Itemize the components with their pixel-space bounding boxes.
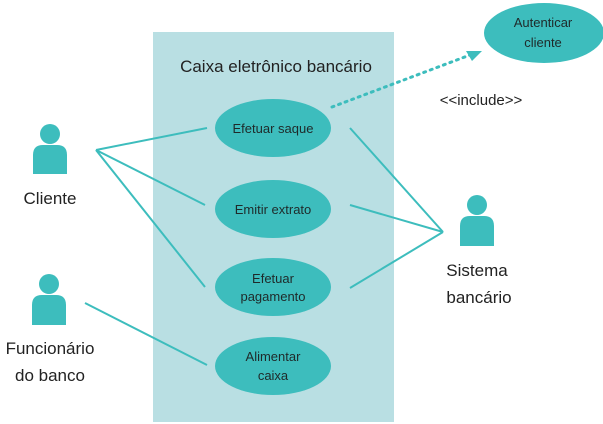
person-icon: [32, 274, 66, 325]
assoc-cliente-saque: [95, 127, 208, 151]
use-case-label-line-1: Autenticar: [514, 15, 573, 30]
use-case-label-line-2: cliente: [524, 35, 562, 50]
use-case-label-line-2: caixa: [258, 368, 289, 383]
assoc-sistema-saque: [349, 127, 444, 233]
actor-label: Cliente: [24, 189, 77, 208]
actor-label-line-2: do banco: [15, 366, 85, 385]
use-case-label-line-1: Efetuar: [252, 271, 295, 286]
use-case-label: Efetuar saque: [233, 121, 314, 136]
use-case-emitir-extrato[interactable]: Emitir extrato: [215, 180, 331, 238]
actor-funcionario-do-banco[interactable]: Funcionário do banco: [6, 274, 95, 385]
actor-label-line-2: bancário: [446, 288, 511, 307]
assoc-sistema-pagamento: [349, 231, 444, 289]
person-icon: [460, 195, 494, 246]
actor-label-line-1: Funcionário: [6, 339, 95, 358]
person-icon: [33, 124, 67, 174]
system-boundary-title: Caixa eletrônico bancário: [180, 57, 372, 76]
include-arrowhead: [466, 51, 482, 61]
assoc-cliente-pagamento: [95, 149, 206, 288]
assoc-sistema-extrato: [349, 204, 444, 233]
use-case-alimentar-caixa[interactable]: Alimentar caixa: [215, 337, 331, 395]
actor-label-line-1: Sistema: [446, 261, 508, 280]
use-case-label: Emitir extrato: [235, 202, 312, 217]
use-case-efetuar-pagamento[interactable]: Efetuar pagamento: [215, 258, 331, 316]
include-label: <<include>>: [440, 92, 523, 109]
use-case-autenticar-cliente[interactable]: Autenticar cliente: [484, 3, 603, 63]
actor-sistema-bancario[interactable]: Sistema bancário: [446, 195, 512, 307]
actor-cliente[interactable]: Cliente: [24, 124, 77, 208]
use-case-efetuar-saque[interactable]: Efetuar saque: [215, 99, 331, 157]
use-case-label-line-1: Alimentar: [246, 349, 302, 364]
assoc-cliente-extrato: [95, 149, 206, 206]
use-case-label-line-2: pagamento: [240, 289, 305, 304]
associations: [84, 127, 444, 366]
assoc-funcionario-alimentar: [84, 302, 208, 366]
